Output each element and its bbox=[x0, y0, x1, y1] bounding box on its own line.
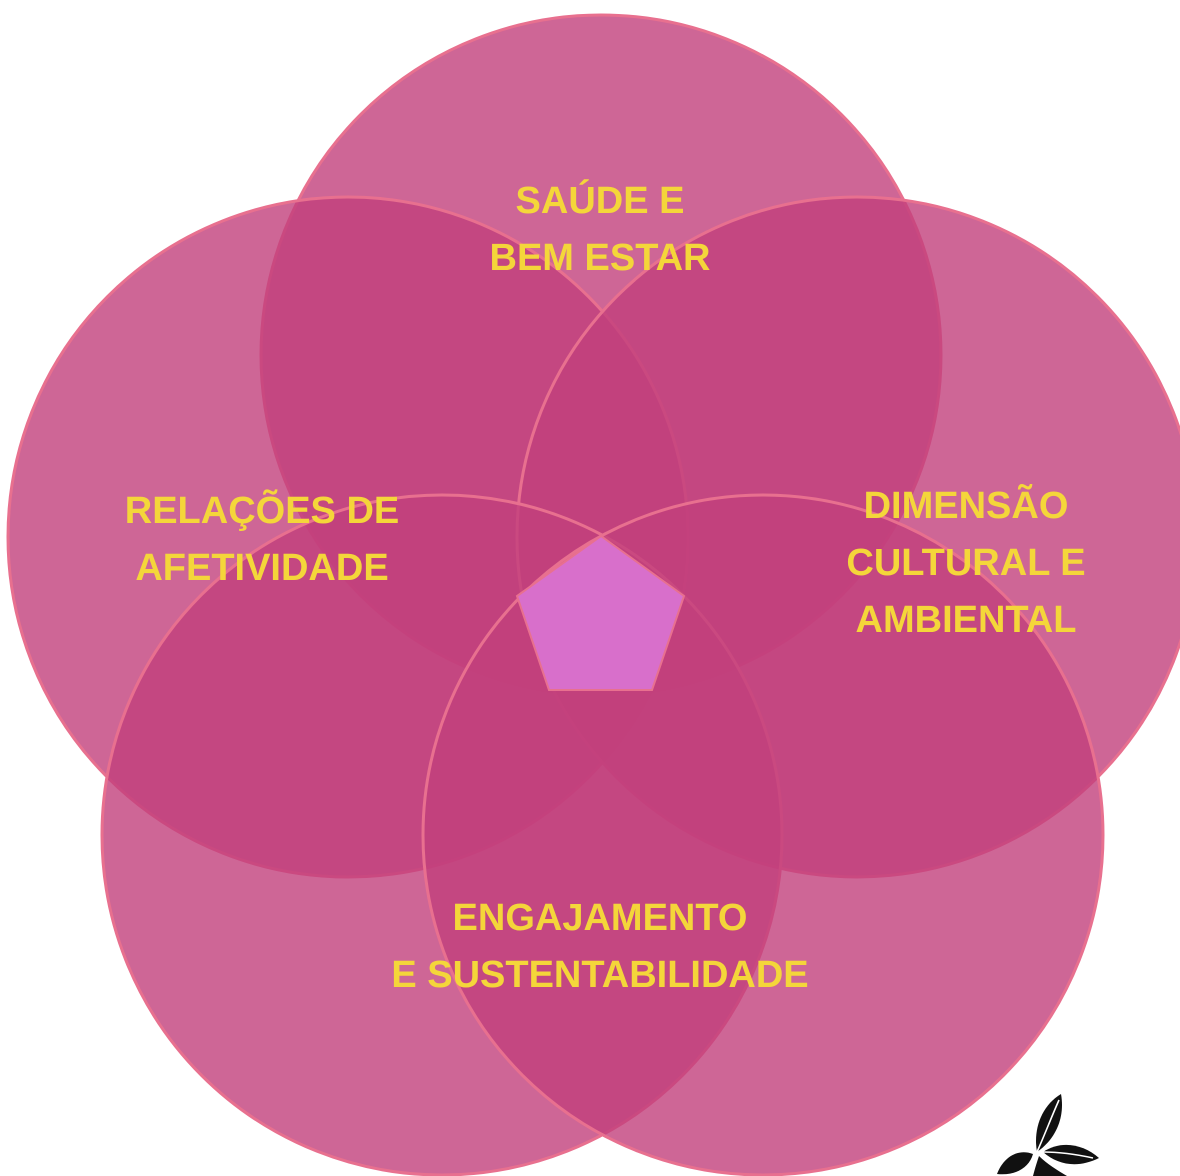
circles-group bbox=[6, 13, 1180, 1176]
label-line: AMBIENTAL bbox=[855, 599, 1077, 641]
label-line: SAÚDE E bbox=[515, 180, 685, 222]
label-line: DIMENSÃO bbox=[863, 485, 1069, 527]
label-line: CULTURAL E bbox=[846, 542, 1086, 584]
circle-label-saude: SAÚDE E BEM ESTAR bbox=[490, 173, 711, 287]
circle-label-dimensao: DIMENSÃO CULTURAL E AMBIENTAL bbox=[846, 478, 1085, 649]
circle-label-relacoes: RELAÇÕES DE AFETIVIDADE bbox=[125, 483, 399, 597]
circle-label-engajamento: ENGAJAMENTO E SUSTENTABILIDADE bbox=[391, 890, 808, 1004]
label-line: BEM ESTAR bbox=[489, 237, 711, 279]
flower-leaf-logo-icon bbox=[997, 1094, 1099, 1176]
center-intersection bbox=[515, 534, 686, 691]
label-line: RELAÇÕES DE bbox=[124, 490, 400, 532]
label-line: ENGAJAMENTO bbox=[452, 897, 748, 939]
label-line: AFETIVIDADE bbox=[135, 547, 389, 589]
label-line: E SUSTENTABILIDADE bbox=[391, 954, 809, 996]
logo-petal-bottom bbox=[1033, 1156, 1067, 1176]
logo-petal-left bbox=[997, 1152, 1033, 1175]
